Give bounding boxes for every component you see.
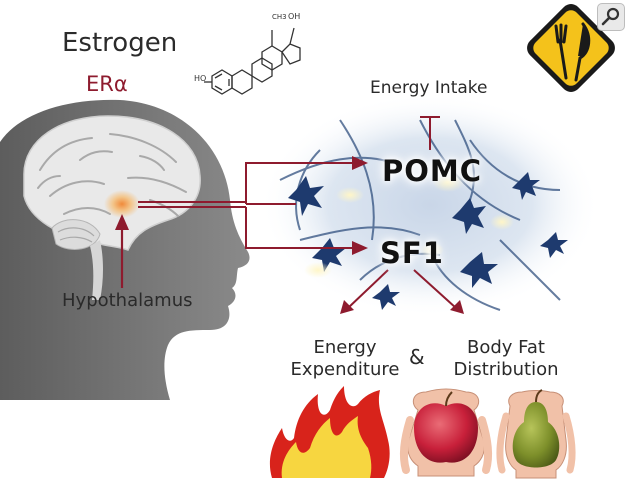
pomc-arrowhead <box>352 156 368 170</box>
magnifier-glyph <box>601 7 620 26</box>
energy-expenditure-line2: Expenditure <box>290 359 400 380</box>
fork-knife-warning-sign-icon <box>527 4 615 92</box>
molecule-ho-label: HO <box>194 74 207 83</box>
apple-body-shape-icon <box>399 388 493 477</box>
energy-intake-label: Energy Intake <box>370 78 488 98</box>
inhibition-marker <box>420 116 440 150</box>
hypothalamus-pointer-arrow <box>115 214 129 288</box>
diagram-title: Estrogen <box>62 28 178 58</box>
hypothalamus-glow <box>104 190 140 218</box>
body-fat-label: Body Fat Distribution <box>441 337 571 381</box>
estradiol-structure-icon <box>204 27 301 95</box>
body-fat-line2: Distribution <box>453 359 559 380</box>
sf1-output-arrows <box>347 269 457 309</box>
molecule-methyl-label: CH3 <box>272 13 287 21</box>
head-brain-icon <box>0 99 250 400</box>
connector-arrows <box>138 162 358 249</box>
pomc-label: POMC <box>382 154 483 188</box>
sf1-label: SF1 <box>380 236 444 270</box>
fire-icon <box>269 386 390 478</box>
energy-expenditure-label: Energy Expenditure <box>285 337 405 381</box>
energy-expenditure-line1: Energy <box>313 337 377 358</box>
hypothalamus-label: Hypothalamus <box>62 290 193 311</box>
ampersand-label: & <box>409 345 425 369</box>
body-fat-line1: Body Fat <box>467 337 545 358</box>
receptor-label: ERα <box>86 72 128 96</box>
search-icon[interactable] <box>597 3 625 31</box>
molecule-oh-label: OH <box>288 12 301 21</box>
pear-body-shape-icon <box>496 389 576 479</box>
sf1-arrowhead <box>352 241 368 255</box>
neuron-network-icon <box>260 93 600 317</box>
